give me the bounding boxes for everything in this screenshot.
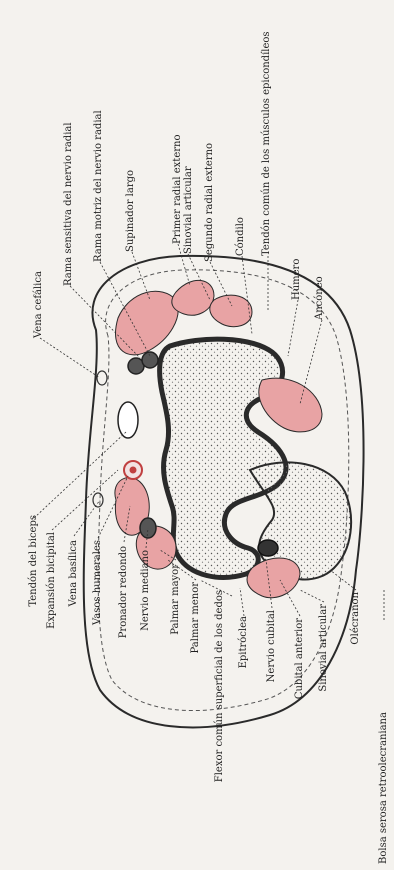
label-pronador-redondo: Pronador redondo [118, 546, 129, 638]
muscle-segundo-radial [210, 295, 252, 327]
nervio-radial-dot-2 [142, 352, 158, 368]
label-ancóneo: Ancóneo [314, 276, 325, 321]
label-flexor-comun: Flexor común superficial de los dedos [214, 590, 225, 782]
label-primer-radial: Primer radial externo [172, 135, 183, 244]
label-condilo: Cóndilo [235, 217, 246, 256]
tendon-biceps-ellipse [118, 402, 138, 438]
label-tendon-comun: Tendón común de los músculos epicondíleo… [261, 31, 272, 256]
vena-basilica-dot [93, 493, 103, 507]
label-supinador-largo: Supinador largo [125, 170, 136, 252]
label-rama-motriz: Rama motriz del nervio radial [93, 110, 104, 262]
label-nervio-mediano: Nervio mediano [140, 550, 151, 631]
label-expansion-bicipital: Expansión bicipital [46, 532, 57, 629]
label-vena-cefalica: Vena cefálica [33, 271, 44, 339]
label-epitroclea: Epitróclea [238, 616, 249, 668]
label-sinovial-articular-bottom: Sinovial articular [318, 604, 329, 692]
label-vasos-humerales: Vasos humerales [92, 540, 103, 626]
label-cubital-anterior: Cubital anterior [294, 618, 305, 699]
label-palmar-menor: Palmar menor [190, 582, 201, 654]
label-olecranon: Olécranon [350, 591, 361, 644]
label-humero: Húmero [291, 259, 302, 300]
vena-cefalica-dot [97, 371, 107, 385]
label-nervio-cubital: Nervio cubital [266, 610, 277, 682]
label-tendon-biceps: Tendón del biceps [28, 515, 39, 607]
label-segundo-radial: Segundo radial externo [204, 143, 215, 262]
label-bolsa-serosa: Bolsa serosa retroolecraniana [378, 712, 389, 864]
label-palmar-mayor: Palmar mayor [170, 564, 181, 635]
label-sinovial-articular-top: Sinovial articular [183, 166, 194, 254]
label-rama-sensitiva: Rama sensitiva del nervio radial [63, 122, 74, 286]
vasos-humerales-inner [130, 467, 137, 474]
muscle-primer-radial [172, 280, 214, 315]
label-vena-basilica: Vena basílica [68, 540, 79, 607]
muscle-ancóneo [259, 378, 322, 432]
nervio-cubital-dot [258, 540, 278, 556]
